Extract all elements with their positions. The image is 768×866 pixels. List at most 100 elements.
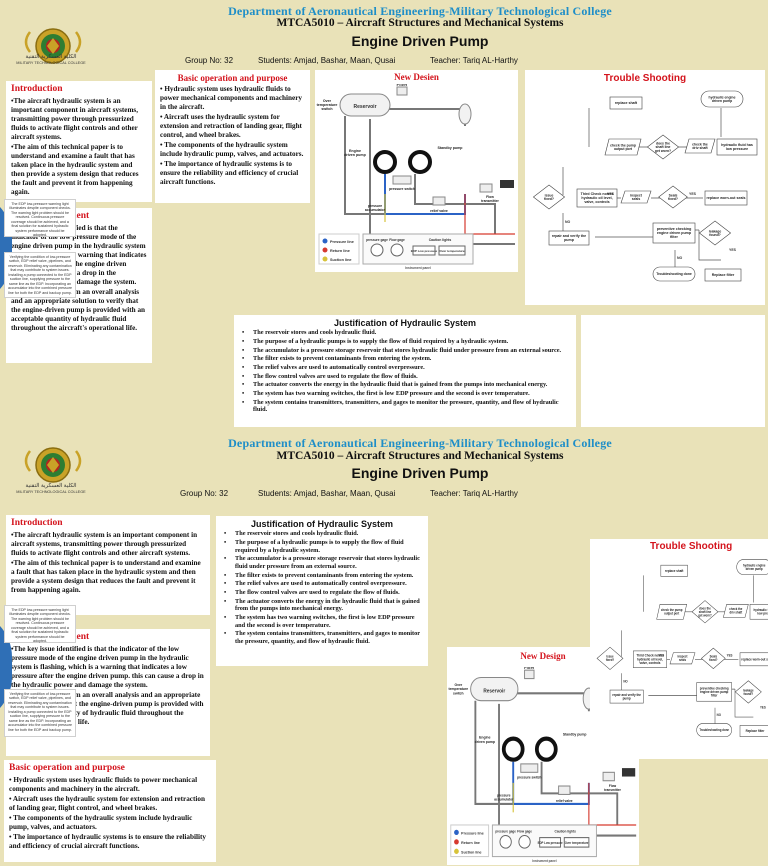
basic-item-2: • Aircraft uses the hydraulic system for…	[160, 113, 302, 140]
engine-pump-icon	[373, 150, 397, 174]
actuator-icon	[621, 768, 636, 777]
standby-label: Standby pump	[438, 146, 464, 150]
low-pressure-box	[749, 604, 768, 620]
pressure-switch-label: pressure switch	[389, 187, 415, 191]
justification-item: The filter exists to prevent contaminant…	[221, 572, 423, 580]
solution-popup: Verifying the condition of low-pressure …	[4, 252, 76, 298]
done-node-label: Troubleshooting done	[699, 728, 729, 732]
legend-swatch	[454, 829, 459, 835]
department-title: Department of Aeronautical Engineering-M…	[228, 4, 612, 18]
suction-line	[474, 700, 514, 805]
justification-item: The actuator converts the energy in the …	[239, 381, 571, 389]
return-line	[369, 119, 515, 245]
troubleshooting-heading: Trouble Shooting	[603, 73, 687, 84]
problem-panel: Problem Statement •The key issue identif…	[6, 629, 210, 756]
inspect-seals-box	[669, 652, 696, 665]
replace-filter-box-label: Replace filter	[712, 273, 735, 277]
repair-pump-box	[609, 689, 644, 704]
legend-label: Pressure line	[330, 240, 354, 244]
replace-seals-box-label: replace worn-out seals	[741, 657, 768, 661]
justification-list: The reservoir stores and cools hydraulic…	[221, 530, 423, 645]
legend-label: Suction line	[330, 258, 352, 262]
introduction-panel: Introduction •The aircraft hydraulic sys…	[6, 515, 210, 615]
replace-filter-box	[704, 268, 742, 282]
problem-text-1: •The key issue identified is that the in…	[11, 644, 204, 689]
caution-lights-label: Caution lights	[555, 829, 576, 833]
course-title: MTCA5010 – Aircraft Structures and Mecha…	[276, 17, 564, 29]
justification-item: The flow control valves are used to regu…	[239, 373, 571, 381]
filter-shape	[524, 669, 535, 680]
teacher: Teacher: Tariq AL-Harthy	[430, 489, 518, 498]
legend-swatch	[322, 238, 328, 244]
standby-label: Standby pump	[563, 732, 587, 736]
students: Students: Amjad, Bashar, Maan, Qusai	[258, 489, 396, 498]
introduction-heading: Introduction	[11, 518, 63, 528]
basic-heading: Basic operation and purpose	[177, 73, 288, 83]
check-pump-box	[656, 604, 687, 620]
logo-arabic: الكلية العسكرية التقنية	[25, 54, 77, 60]
basic-operation-panel: Basic operation and purpose • Hydraulic …	[4, 760, 216, 862]
legend-swatch	[322, 247, 328, 253]
pressure-switch-shape	[392, 175, 412, 185]
introduction-text-2: •The aim of this technical paper is to u…	[11, 142, 139, 196]
standby-pump-icon	[534, 736, 558, 762]
basic-heading: Basic operation and purpose	[9, 763, 125, 773]
yes-label: YES	[689, 192, 697, 196]
instrument-panel-label: Instrument panel	[405, 266, 431, 270]
basic-item-1: • Hydraulic system uses hydraulic fluids…	[160, 85, 303, 112]
flow-gage-icon	[518, 834, 531, 849]
students: Students: Amjad, Bashar, Maan, Qusai	[258, 56, 396, 65]
basic-item-4: • The importance of hydraulic systems is…	[9, 832, 206, 850]
legend-swatch	[454, 839, 459, 845]
introduction-text-2: •The aim of this technical paper is to u…	[11, 558, 201, 594]
department-title: Department of Aeronautical Engineering-M…	[228, 436, 612, 450]
check-shaft-box	[723, 604, 749, 618]
flow-transmitter-shape	[479, 183, 493, 193]
poster-bottom: الكلية العسكرية التقنية MILITARY TECHNOL…	[0, 433, 768, 866]
legend-label: Return line	[330, 249, 350, 253]
pressure-switch-shape	[520, 763, 539, 773]
relief-valve-label: relief valve	[556, 799, 573, 803]
justification-heading: Justification of Hydraulic System	[250, 519, 394, 529]
yes-label: YES	[658, 653, 664, 657]
no-label: NO	[717, 713, 722, 717]
no-label: NO	[677, 256, 683, 260]
repair-pump-box	[548, 230, 590, 246]
group-number: Group No: 32	[185, 56, 234, 65]
replace-filter-box	[739, 725, 768, 737]
suction-line	[344, 116, 385, 215]
relief-valve-shape	[558, 785, 571, 795]
college-logo	[18, 26, 88, 72]
reservoir-shape	[339, 93, 391, 117]
teacher: Teacher: Tariq AL-Harthy	[430, 56, 518, 65]
replace-shaft-box	[609, 96, 643, 110]
yes-label: YES	[727, 653, 733, 657]
low-pressure-box	[716, 138, 758, 156]
yes-label: YES	[607, 192, 615, 196]
legend-label: Return line	[461, 841, 480, 845]
relief-valve-shape	[432, 196, 446, 206]
logo-english: MILITARY TECHNOLOGICAL COLLEGE	[16, 61, 86, 65]
